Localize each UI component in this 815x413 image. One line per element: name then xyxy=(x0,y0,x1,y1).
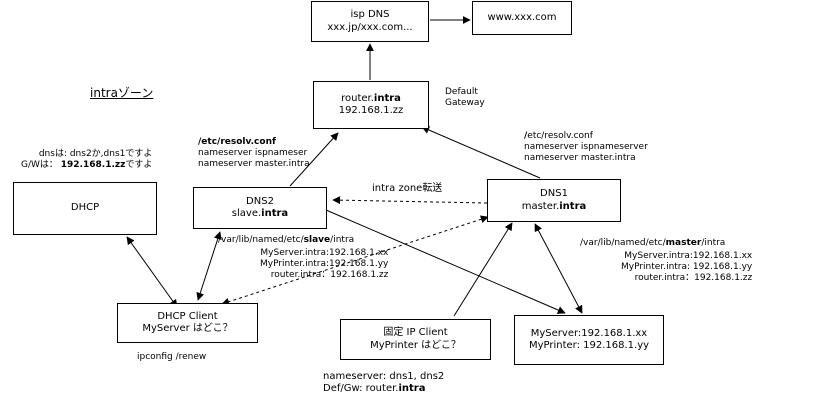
isp-dns-box: isp DNS xxx.jp/xxx.com... xyxy=(311,1,429,42)
router-ip: 192.168.1.zz xyxy=(338,105,404,116)
hosts-box: MyServer:192.168.1.xx MyPrinter: 192.168… xyxy=(514,315,664,365)
dns2-title: DNS2 xyxy=(246,195,274,207)
ipconfig-label: ipconfig /renew xyxy=(137,352,207,362)
fixed-client-config: nameserver: dns1, dns2 Def/Gw: router.in… xyxy=(323,371,445,394)
master-zone-file: /var/lib/named/etc/master/intra xyxy=(580,238,726,248)
dns1-title: DNS1 xyxy=(540,188,568,199)
arrow-dhcp-client-dns1 xyxy=(221,215,489,306)
dhcp-client-box: DHCP Client MyServer はどこ？ xyxy=(117,303,258,343)
isp-dns-title: isp DNS xyxy=(350,9,390,20)
dns1-box: DNS1 master.intra xyxy=(487,179,621,222)
www-box: www.xxx.com xyxy=(472,1,572,35)
dhcp-note: dnsは: dns2か,dns1ですよ G/Wは： 192.168.1.zzです… xyxy=(21,149,153,170)
dhcp-box: DHCP xyxy=(13,182,157,235)
master-zone-records: MyServer.intra:192.168.1.xx MyPrinter.in… xyxy=(621,251,753,283)
arrow-dns1-to-router xyxy=(421,126,541,179)
intra-zone-label: intraゾーン xyxy=(90,86,154,100)
dns1-hostname: master.intra xyxy=(521,200,587,212)
www-label: www.xxx.com xyxy=(487,11,557,23)
hosts-myserver: MyServer:192.168.1.xx xyxy=(530,327,648,339)
slave-zone-file: /var/lib/named/etc/slave/intra xyxy=(218,235,355,245)
dns1-resolv-conf: /etc/resolv.conf nameserver ispnameserve… xyxy=(524,131,648,163)
arrow-fixed-to-dns1 xyxy=(453,222,513,317)
default-gateway-label: Default Gateway xyxy=(445,87,485,108)
arrow-dhcp-client-dns2 xyxy=(196,231,222,301)
dns2-hostname: slave.intra xyxy=(231,208,289,219)
arrow-dns1-hosts xyxy=(534,223,583,314)
router-box: router.intra 192.168.1.zz xyxy=(313,81,429,129)
arrow-zone-transfer xyxy=(332,196,488,205)
arrow-dns2-to-router xyxy=(289,132,339,187)
router-hostname: router.intra xyxy=(341,92,401,104)
dhcp-label: DHCP xyxy=(70,202,100,214)
dhcp-client-question: MyServer はどこ？ xyxy=(142,323,233,334)
zone-transfer-label: intra zone転送 xyxy=(370,183,445,195)
dns2-resolv-conf: /etc/resolv.conf nameserver ispnameser n… xyxy=(198,137,310,169)
fixed-ip-client-title: 固定 IP Client xyxy=(383,327,448,338)
dhcp-client-title: DHCP Client xyxy=(157,310,218,322)
hosts-myprinter: MyPrinter: 192.168.1.yy xyxy=(528,340,650,351)
arrow-dhcp-client-dhcp xyxy=(126,236,178,308)
slave-zone-records: MyServer.intra:192.168.1.xx MyPrinter.in… xyxy=(260,248,389,280)
arrow-dns2-to-hosts xyxy=(325,209,566,314)
dns2-box: DNS2 slave.intra xyxy=(193,187,327,229)
fixed-ip-client-box: 固定 IP Client MyPrinter はどこ？ xyxy=(340,319,491,360)
isp-dns-domains: xxx.jp/xxx.com... xyxy=(327,21,413,33)
fixed-ip-client-question: MyPrinter はどこ？ xyxy=(370,339,461,351)
